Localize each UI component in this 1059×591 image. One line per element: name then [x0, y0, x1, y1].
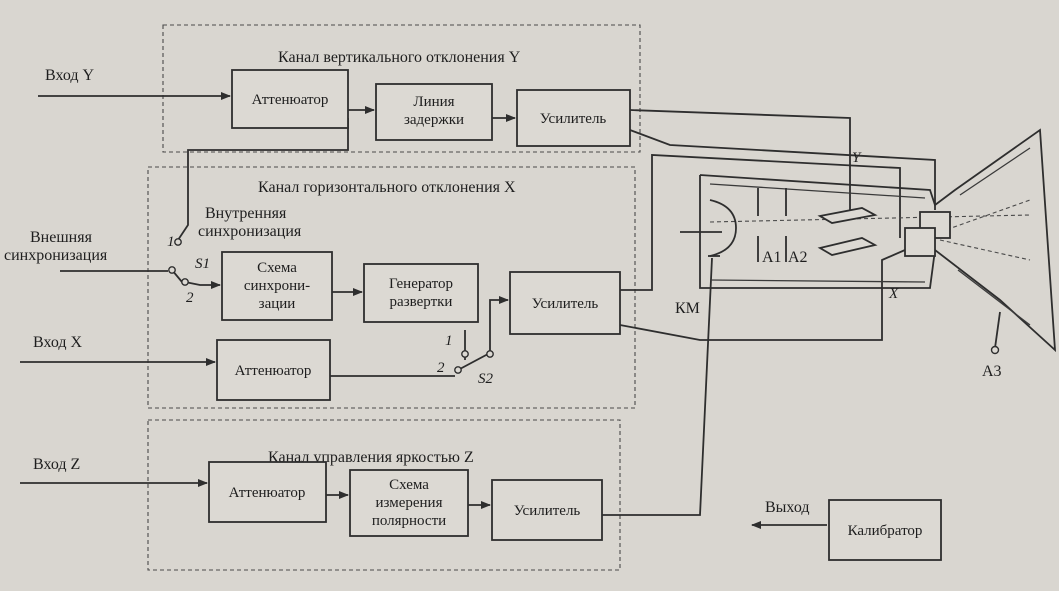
- polarity-circuit-text-2: измерения: [375, 495, 442, 511]
- y-plate-bottom: [817, 237, 878, 256]
- crt-screen-line-bottom: [957, 269, 1031, 326]
- x-amplifier-block: [509, 271, 621, 335]
- delay-line-block: [375, 83, 493, 141]
- y-attenuator-block: [231, 69, 349, 129]
- crt-beam-axis: [709, 214, 1031, 223]
- sync-circuit-text-3: зации: [259, 296, 296, 312]
- crt-screen-line-top: [959, 147, 1031, 196]
- s2-contact-2: [454, 366, 462, 374]
- km-label: КМ: [675, 300, 700, 317]
- x-attenuator-block: [216, 339, 331, 401]
- ext-sync-label-2: синхронизация: [4, 247, 108, 264]
- sync-circuit-text-1: Схема: [257, 260, 297, 276]
- input-z-label: Вход Z: [33, 456, 80, 473]
- sweep-generator-block: [363, 263, 479, 323]
- output-label: Выход: [765, 499, 810, 516]
- internal-sync-label-2: синхронизация: [198, 223, 302, 240]
- s1-contact-2: [181, 278, 189, 286]
- crt-beam-deflect-2: [939, 239, 1031, 261]
- crt-beam-deflect-1: [939, 199, 1031, 233]
- s1-label: S1: [195, 256, 210, 272]
- a3-terminal: [990, 345, 1000, 355]
- y-plate-top: [817, 207, 878, 224]
- y-attenuator-text: Аттенюатор: [252, 92, 329, 108]
- polarity-circuit-block: [349, 469, 469, 537]
- x-plate-2: [904, 227, 936, 257]
- wire-y-amp-to-plate-top: [629, 109, 851, 210]
- s2-pos2-label: 2: [437, 360, 445, 376]
- a1-label: A1: [762, 249, 782, 266]
- z-attenuator-text: Аттенюатор: [229, 485, 306, 501]
- crt-x-label: X: [888, 286, 899, 302]
- delay-line-text-1: Линия: [413, 94, 454, 110]
- z-attenuator-block: [208, 461, 327, 523]
- sync-circuit-block: [221, 251, 333, 321]
- polarity-circuit-text-3: полярности: [372, 513, 446, 529]
- a2-label: A2: [788, 249, 808, 266]
- y-amplifier-text: Усилитель: [540, 111, 607, 127]
- calibrator-block: [828, 499, 942, 561]
- delay-line-text-2: задержки: [404, 112, 464, 128]
- s2-label: S2: [478, 371, 494, 387]
- horizontal-channel-title: Канал горизонтального отклонения X: [258, 179, 516, 196]
- sweep-generator-text-1: Генератор: [389, 276, 453, 292]
- sync-circuit-text-2: синхрони-: [244, 278, 310, 294]
- wire-s1-to-sync: [184, 281, 221, 289]
- s1-contact-1: [174, 238, 182, 246]
- crt-y-label: Y: [852, 150, 862, 166]
- y-amplifier-block: [516, 89, 631, 147]
- wire-x-amp-to-plate-1: [620, 154, 901, 291]
- s2-contact-common: [486, 350, 494, 358]
- wire-y-amp-to-plate-2: [629, 129, 936, 210]
- wire-s2-to-x-amp: [489, 296, 509, 352]
- crt-tube: [680, 128, 1057, 355]
- s1-pos2-label: 2: [186, 290, 194, 306]
- brightness-channel-frame: [147, 419, 621, 571]
- vertical-channel-frame: [162, 24, 641, 153]
- input-y-label: Вход Y: [45, 67, 95, 84]
- x-attenuator-text: Аттенюатор: [235, 363, 312, 379]
- wire-x-amp-to-plate-2: [619, 249, 906, 341]
- s2-switch-arm: [457, 353, 489, 371]
- vertical-channel-title: Канал вертикального отклонения Y: [278, 49, 521, 66]
- wire-internal-sync: [177, 118, 349, 241]
- z-amplifier-block: [491, 479, 603, 541]
- z-amplifier-text: Усилитель: [514, 503, 581, 519]
- wire-z-amp-to-km: [602, 257, 713, 516]
- a3-lead: [994, 311, 1001, 349]
- input-x-label: Вход X: [33, 334, 83, 351]
- s2-pos1-label: 1: [445, 333, 453, 349]
- s1-pos1-label: 1: [167, 234, 175, 250]
- a3-label: A3: [982, 363, 1002, 380]
- crt-neck-inner-top: [709, 183, 926, 199]
- x-amplifier-text: Усилитель: [532, 296, 599, 312]
- ext-sync-label-1: Внешняя: [30, 229, 93, 246]
- calibrator-text: Калибратор: [848, 523, 923, 539]
- s2-contact-1: [461, 350, 469, 358]
- sweep-generator-text-2: развертки: [390, 294, 453, 310]
- crt-cathode: [709, 199, 737, 257]
- polarity-circuit-text-1: Схема: [389, 477, 429, 493]
- internal-sync-label-1: Внутренняя: [205, 205, 287, 222]
- s1-contact-common: [168, 266, 176, 274]
- crt-neck-inner-bottom: [709, 279, 926, 283]
- crt-envelope: [699, 128, 1057, 353]
